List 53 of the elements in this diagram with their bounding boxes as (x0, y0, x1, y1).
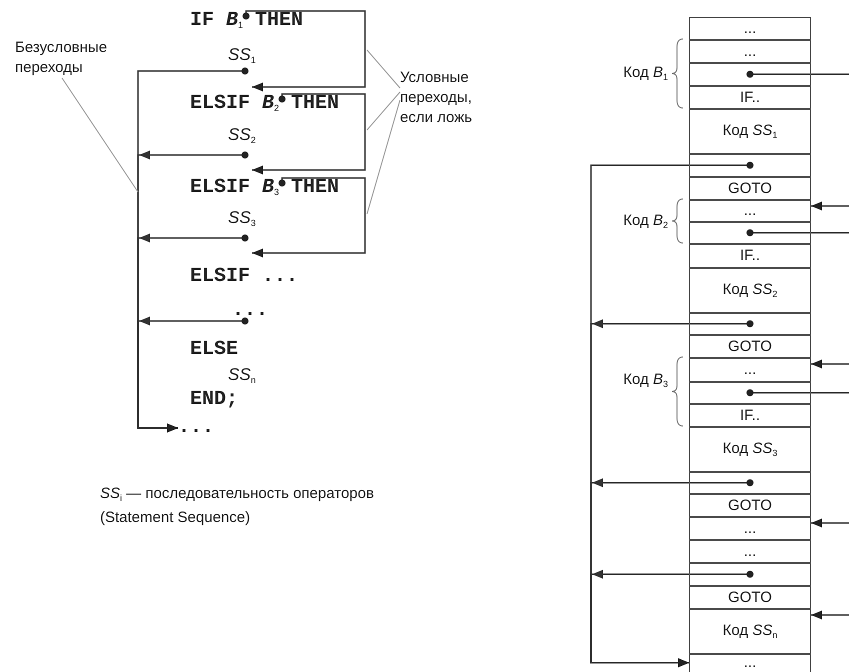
memory-cell (689, 312, 811, 336)
memory-cell (689, 471, 811, 494)
memory-cell: Код SS$_{2}$ (689, 267, 811, 314)
memory-cell: IF.. (689, 403, 811, 428)
memory-cell: ... (689, 653, 811, 672)
jump-arrow (242, 10, 366, 92)
memory-cell (689, 221, 811, 244)
memory-cell (689, 381, 811, 404)
code-line: SS$_{3}$ (228, 208, 256, 238)
code-line: SS$_{1}$ (228, 45, 256, 71)
memory-cell: GOTO (689, 334, 811, 358)
memory-cell: ... (689, 357, 811, 382)
memory-cell: Код SS$_{1}$ (689, 108, 811, 154)
memory-cell: ... (689, 17, 811, 40)
leader-line (366, 100, 400, 214)
annotation-text: Безусловные переходы (15, 38, 140, 78)
leader-line (366, 92, 400, 130)
code-line: ... (178, 418, 214, 438)
memory-cell (689, 153, 811, 178)
code-line: ELSIF ... (190, 253, 298, 287)
memory-cell: Код SS$_{n}$ (689, 608, 811, 654)
jump-arrow (811, 610, 849, 620)
memory-cell: ... (689, 199, 811, 222)
jump-arrow (137, 316, 248, 432)
jump-arrow (811, 360, 849, 368)
memory-cell: ... (689, 539, 811, 564)
jump-arrow (252, 93, 366, 174)
leader-line (62, 78, 138, 192)
memory-cell (689, 562, 811, 586)
annotation-text: Условные переходы, если ложь (400, 68, 495, 128)
footnote: SS$_{i}$ — последовательность операторов (Statement Sequence) (100, 484, 375, 528)
jump-arrow (590, 570, 754, 668)
jump-arrow (811, 518, 849, 528)
memory-cell: IF.. (689, 85, 811, 110)
jump-arrow (811, 202, 849, 210)
memory-cell: GOTO (689, 493, 811, 518)
brace-label: Код B$_{2}$ (623, 211, 668, 232)
code-line: SS$_{n}$ (228, 365, 256, 385)
leader-line (366, 50, 400, 88)
memory-cell: ... (689, 39, 811, 64)
memory-cell: GOTO (689, 176, 811, 200)
memory-cell: IF.. (689, 243, 811, 268)
code-line: SS$_{2}$ (228, 125, 256, 155)
code-line: ... (232, 295, 268, 321)
jump-arrow (252, 177, 366, 258)
brace-label: Код B$_{3}$ (623, 370, 668, 391)
code-line: END; (190, 390, 238, 410)
memory-cell: ... (689, 516, 811, 540)
code-line: ELSE (190, 340, 238, 360)
memory-cell: GOTO (689, 585, 811, 610)
memory-cell (689, 62, 811, 86)
brace-label: Код B$_{1}$ (623, 63, 668, 84)
memory-cell: Код SS$_{3}$ (689, 426, 811, 472)
